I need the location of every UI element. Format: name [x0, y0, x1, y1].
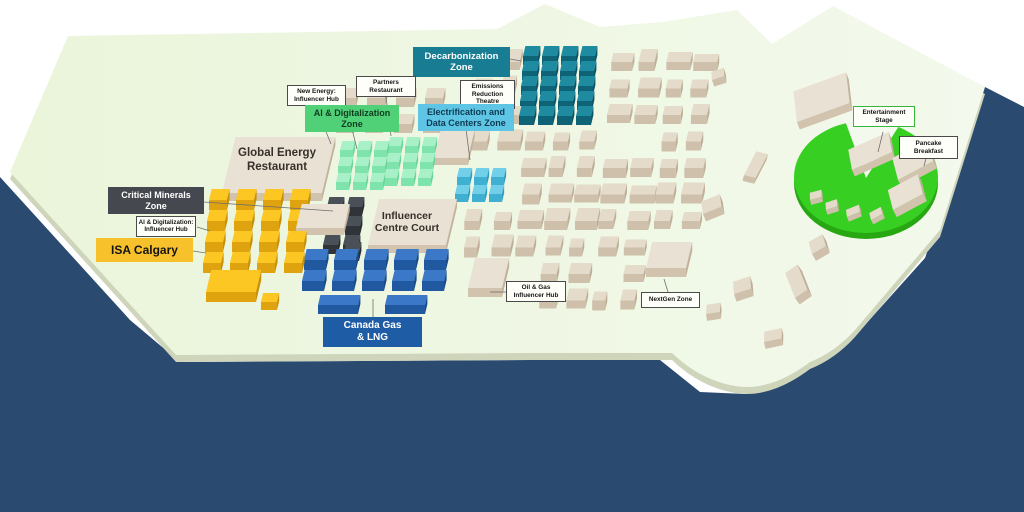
zone-label-isa-calgary: ISA Calgary: [96, 238, 193, 263]
zone-label-decarbonization: Decarbonization Zone: [413, 47, 510, 78]
zone-label-ai-digitalization: AI & Digitalization Zone: [305, 105, 399, 133]
label-pancake-breakfast: Pancake Breakfast: [899, 136, 958, 160]
zone-label-critical-minerals: Critical Minerals Zone: [108, 187, 204, 215]
label-nextgen-zone: NextGen Zone: [641, 292, 700, 308]
zone-label-electrification-data-centers: Electrification and Data Centers Zone: [418, 104, 514, 132]
label-emissions-reduction-theatre: Emissions Reduction Theatre: [460, 80, 515, 109]
label-partners-restaurant: Partners Restaurant: [356, 76, 416, 98]
building-label-global-energy-restaurant: Global Energy Restaurant: [238, 147, 316, 173]
label-new-energy-influencer-hub: New Energy: Influencer Hub: [287, 85, 346, 107]
water-backdrop: [0, 87, 1024, 512]
label-oil-gas-influencer-hub: Oil & Gas Influencer Hub: [506, 281, 566, 303]
label-entertainment-stage: Entertainment Stage: [853, 106, 915, 128]
zone-label-canada-gas-lng: Canada Gas & LNG: [323, 317, 422, 347]
building-label-influencer-centre-court: Influencer Centre Court: [374, 210, 440, 235]
label-ai-digitalization-influencer-hub: AI & Digitalization: Influencer Hub: [136, 216, 196, 237]
